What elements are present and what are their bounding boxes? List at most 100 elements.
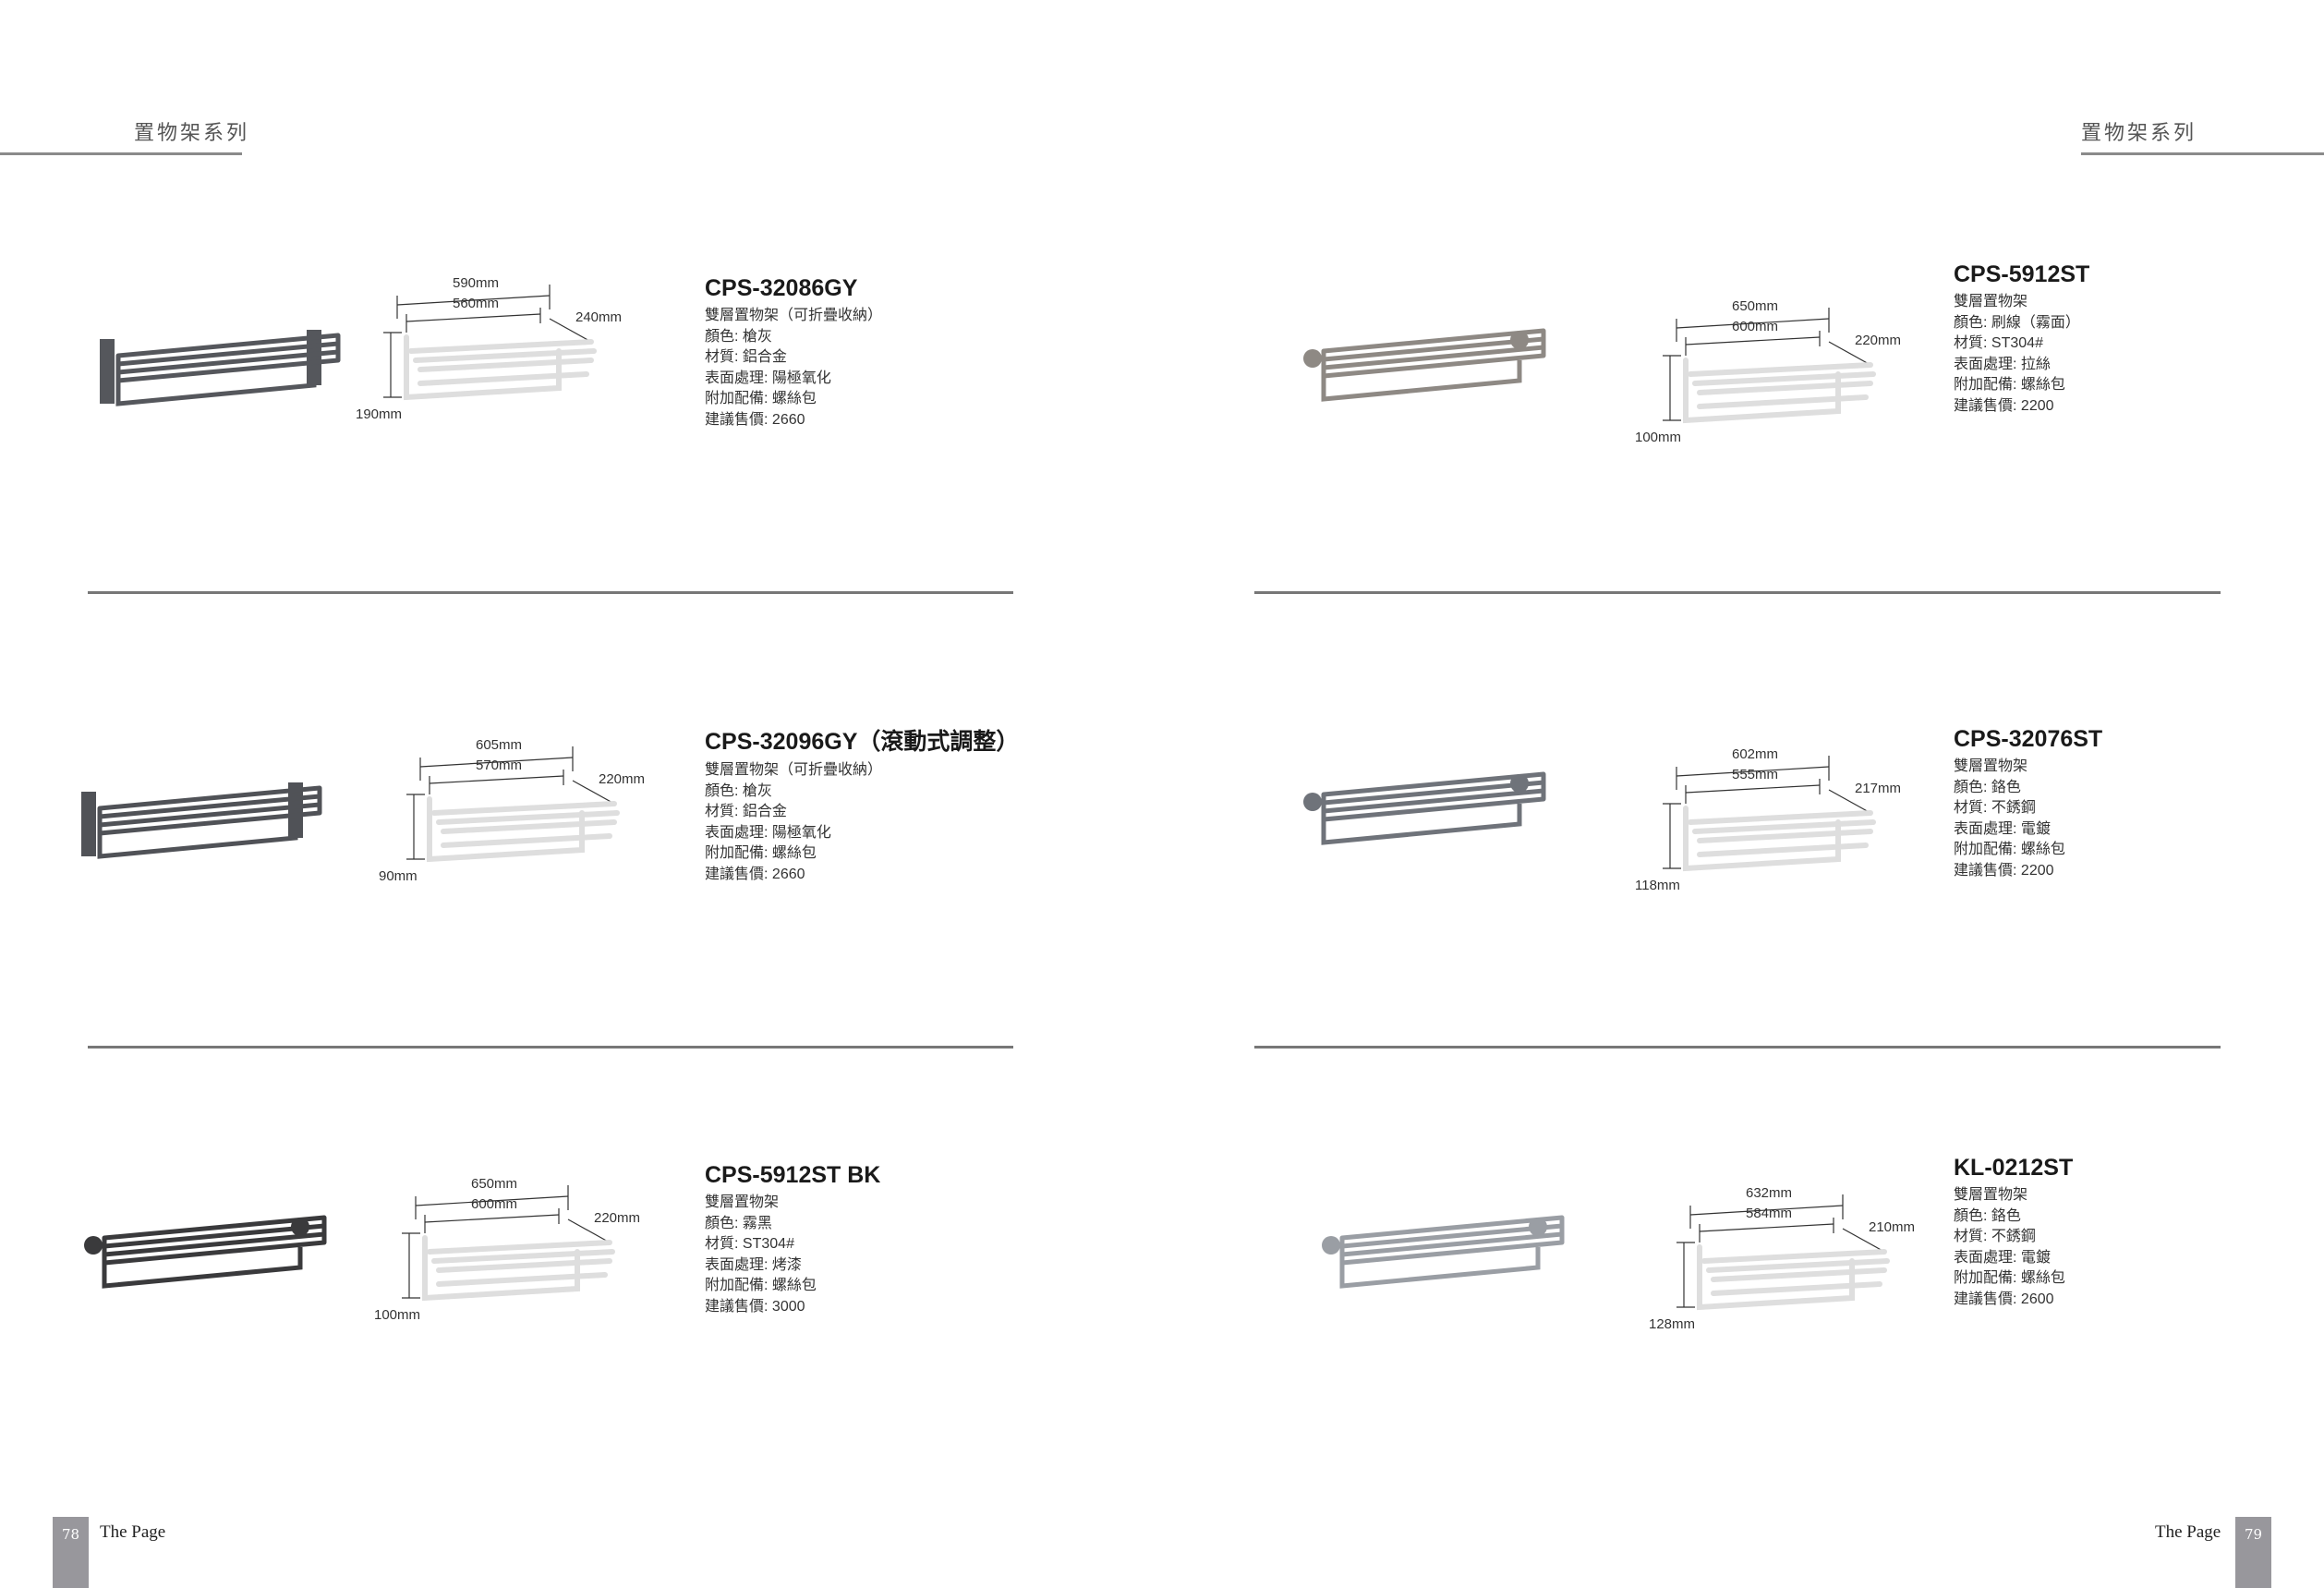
spec-material: 材質: 不銹鋼 [1954, 1227, 2305, 1248]
product-photo [1316, 1201, 1575, 1307]
spec-separator: : [1983, 335, 1988, 351]
spec-value: 拉絲 [2020, 356, 2051, 372]
dimension-drawing: 602mm 555mm 217mm 118mm [1635, 739, 1940, 905]
spec-value: 槍灰 [742, 782, 772, 799]
spec-label: 表面處理 [705, 824, 765, 841]
spec-value: 鉻色 [1991, 779, 2021, 795]
spec-label: 建議售價 [1954, 397, 2014, 414]
spec-label: 附加配備 [705, 845, 765, 861]
dim-inner-width: 560mm [453, 296, 500, 311]
dim-height: 190mm [356, 406, 403, 422]
spec-label: 表面處理 [1954, 356, 2014, 372]
spec-price: 建議售價: 2200 [1954, 861, 2305, 882]
spec-price: 建議售價: 2200 [1954, 396, 2305, 418]
spec-finish: 表面處理: 烤漆 [705, 1255, 1056, 1277]
spec-value: 螺絲包 [2020, 1270, 2065, 1286]
spec-value: 槍灰 [742, 328, 772, 345]
dim-height: 100mm [1635, 430, 1682, 445]
dim-height: 118mm [1635, 878, 1680, 893]
spec-separator: : [1983, 779, 1988, 795]
spec-separator: : [734, 328, 739, 345]
spec-separator: : [2013, 356, 2017, 372]
spec-label: 表面處理 [1954, 1249, 2014, 1266]
dim-height: 90mm [379, 868, 418, 884]
spec-separator: : [764, 1278, 769, 1293]
spec-value: 刷線（霧面） [1991, 314, 2080, 331]
spec-finish: 表面處理: 電鍍 [1954, 819, 2305, 841]
dim-outer-width: 632mm [1746, 1185, 1793, 1201]
spec-label: 材質 [1954, 800, 1984, 816]
spec-label: 材質 [705, 804, 735, 819]
product-photo [1298, 314, 1556, 420]
spec-color: 顏色: 槍灰 [705, 327, 1056, 348]
spec-label: 顏色 [1954, 314, 1984, 331]
dim-depth: 240mm [575, 309, 623, 325]
spec-label: 材質 [705, 349, 735, 365]
spec-label: 建議售價 [705, 866, 765, 882]
product-info: CPS-32096GY（滾動式調整） 雙層置物架（可折疊收納） 顏色: 槍灰材質… [705, 723, 1056, 885]
header-rule-right [2081, 152, 2324, 155]
product-photo [1298, 758, 1556, 864]
footer-text-left: The Page [100, 1522, 166, 1542]
spec-separator: : [1983, 800, 1988, 816]
dim-depth: 217mm [1855, 781, 1902, 796]
spec-label: 顏色 [705, 328, 735, 345]
header-rule-left [0, 152, 242, 155]
spec-label: 材質 [1954, 1229, 1984, 1244]
spec-separator: : [1983, 314, 1988, 331]
spec-label: 附加配備 [705, 391, 765, 406]
spec-label: 材質 [1954, 335, 1984, 351]
spec-separator: : [734, 804, 739, 819]
spec-material: 材質: 不銹鋼 [1954, 798, 2305, 819]
product-description: 雙層置物架（可折疊收納） [705, 762, 883, 778]
spec-value: 螺絲包 [771, 391, 817, 406]
product-description: 雙層置物架 [1954, 1187, 2028, 1203]
spec-label: 建議售價 [1954, 1291, 2014, 1307]
spec-accessory: 附加配備: 螺絲包 [705, 389, 1056, 410]
spec-label: 顏色 [705, 782, 735, 799]
dim-outer-width: 650mm [471, 1176, 518, 1192]
spec-separator: : [2013, 842, 2017, 857]
spec-accessory: 附加配備: 螺絲包 [705, 1276, 1056, 1297]
spec-value: 螺絲包 [771, 1278, 817, 1293]
dim-outer-width: 605mm [476, 737, 523, 753]
spec-value: 螺絲包 [2020, 842, 2065, 857]
footer-text-right: The Page [2155, 1522, 2221, 1542]
dimension-drawing: 650mm 600mm 220mm 100mm [374, 1169, 679, 1335]
spec-separator: : [764, 866, 769, 882]
spec-label: 顏色 [1954, 1207, 1984, 1224]
dim-height: 100mm [374, 1307, 421, 1323]
model-number: CPS-32096GY（滾動式調整） [705, 729, 1020, 755]
dim-depth: 210mm [1869, 1219, 1916, 1235]
product-photo [79, 1201, 337, 1307]
spec-separator: : [1983, 1229, 1988, 1244]
spec-label: 建議售價 [705, 411, 765, 428]
dim-inner-width: 570mm [476, 758, 523, 773]
spec-accessory: 附加配備: 螺絲包 [705, 843, 1056, 865]
spec-value: 螺絲包 [771, 845, 817, 861]
spec-separator: : [2013, 1270, 2017, 1286]
page-number-right: 79 [2235, 1517, 2271, 1588]
dimension-drawing: 632mm 584mm 210mm 128mm [1649, 1178, 1954, 1344]
model-number: CPS-5912ST [1954, 261, 2090, 287]
model-number: CPS-32086GY [705, 275, 858, 301]
spec-label: 表面處理 [705, 1256, 765, 1273]
spec-separator: : [764, 370, 769, 386]
spec-accessory: 附加配備: 螺絲包 [1954, 840, 2305, 861]
spec-price: 建議售價: 2600 [1954, 1290, 2305, 1311]
spec-value: 陽極氧化 [771, 824, 831, 841]
page-number-left: 78 [53, 1517, 89, 1588]
spec-label: 附加配備 [1954, 842, 2014, 857]
spec-value: 鋁合金 [742, 349, 787, 365]
product-description: 雙層置物架 [1954, 758, 2028, 774]
spec-label: 材質 [705, 1236, 735, 1252]
dim-inner-width: 584mm [1746, 1206, 1793, 1221]
spec-separator: : [764, 391, 769, 406]
spec-label: 表面處理 [1954, 820, 2014, 837]
spec-value: 鉻色 [1991, 1207, 2021, 1224]
spec-finish: 表面處理: 陽極氧化 [705, 823, 1056, 844]
spec-color: 顏色: 刷線（霧面） [1954, 313, 2305, 334]
model-number: CPS-32076ST [1954, 726, 2103, 752]
spec-separator: : [764, 1256, 769, 1273]
dim-height: 128mm [1649, 1316, 1696, 1332]
